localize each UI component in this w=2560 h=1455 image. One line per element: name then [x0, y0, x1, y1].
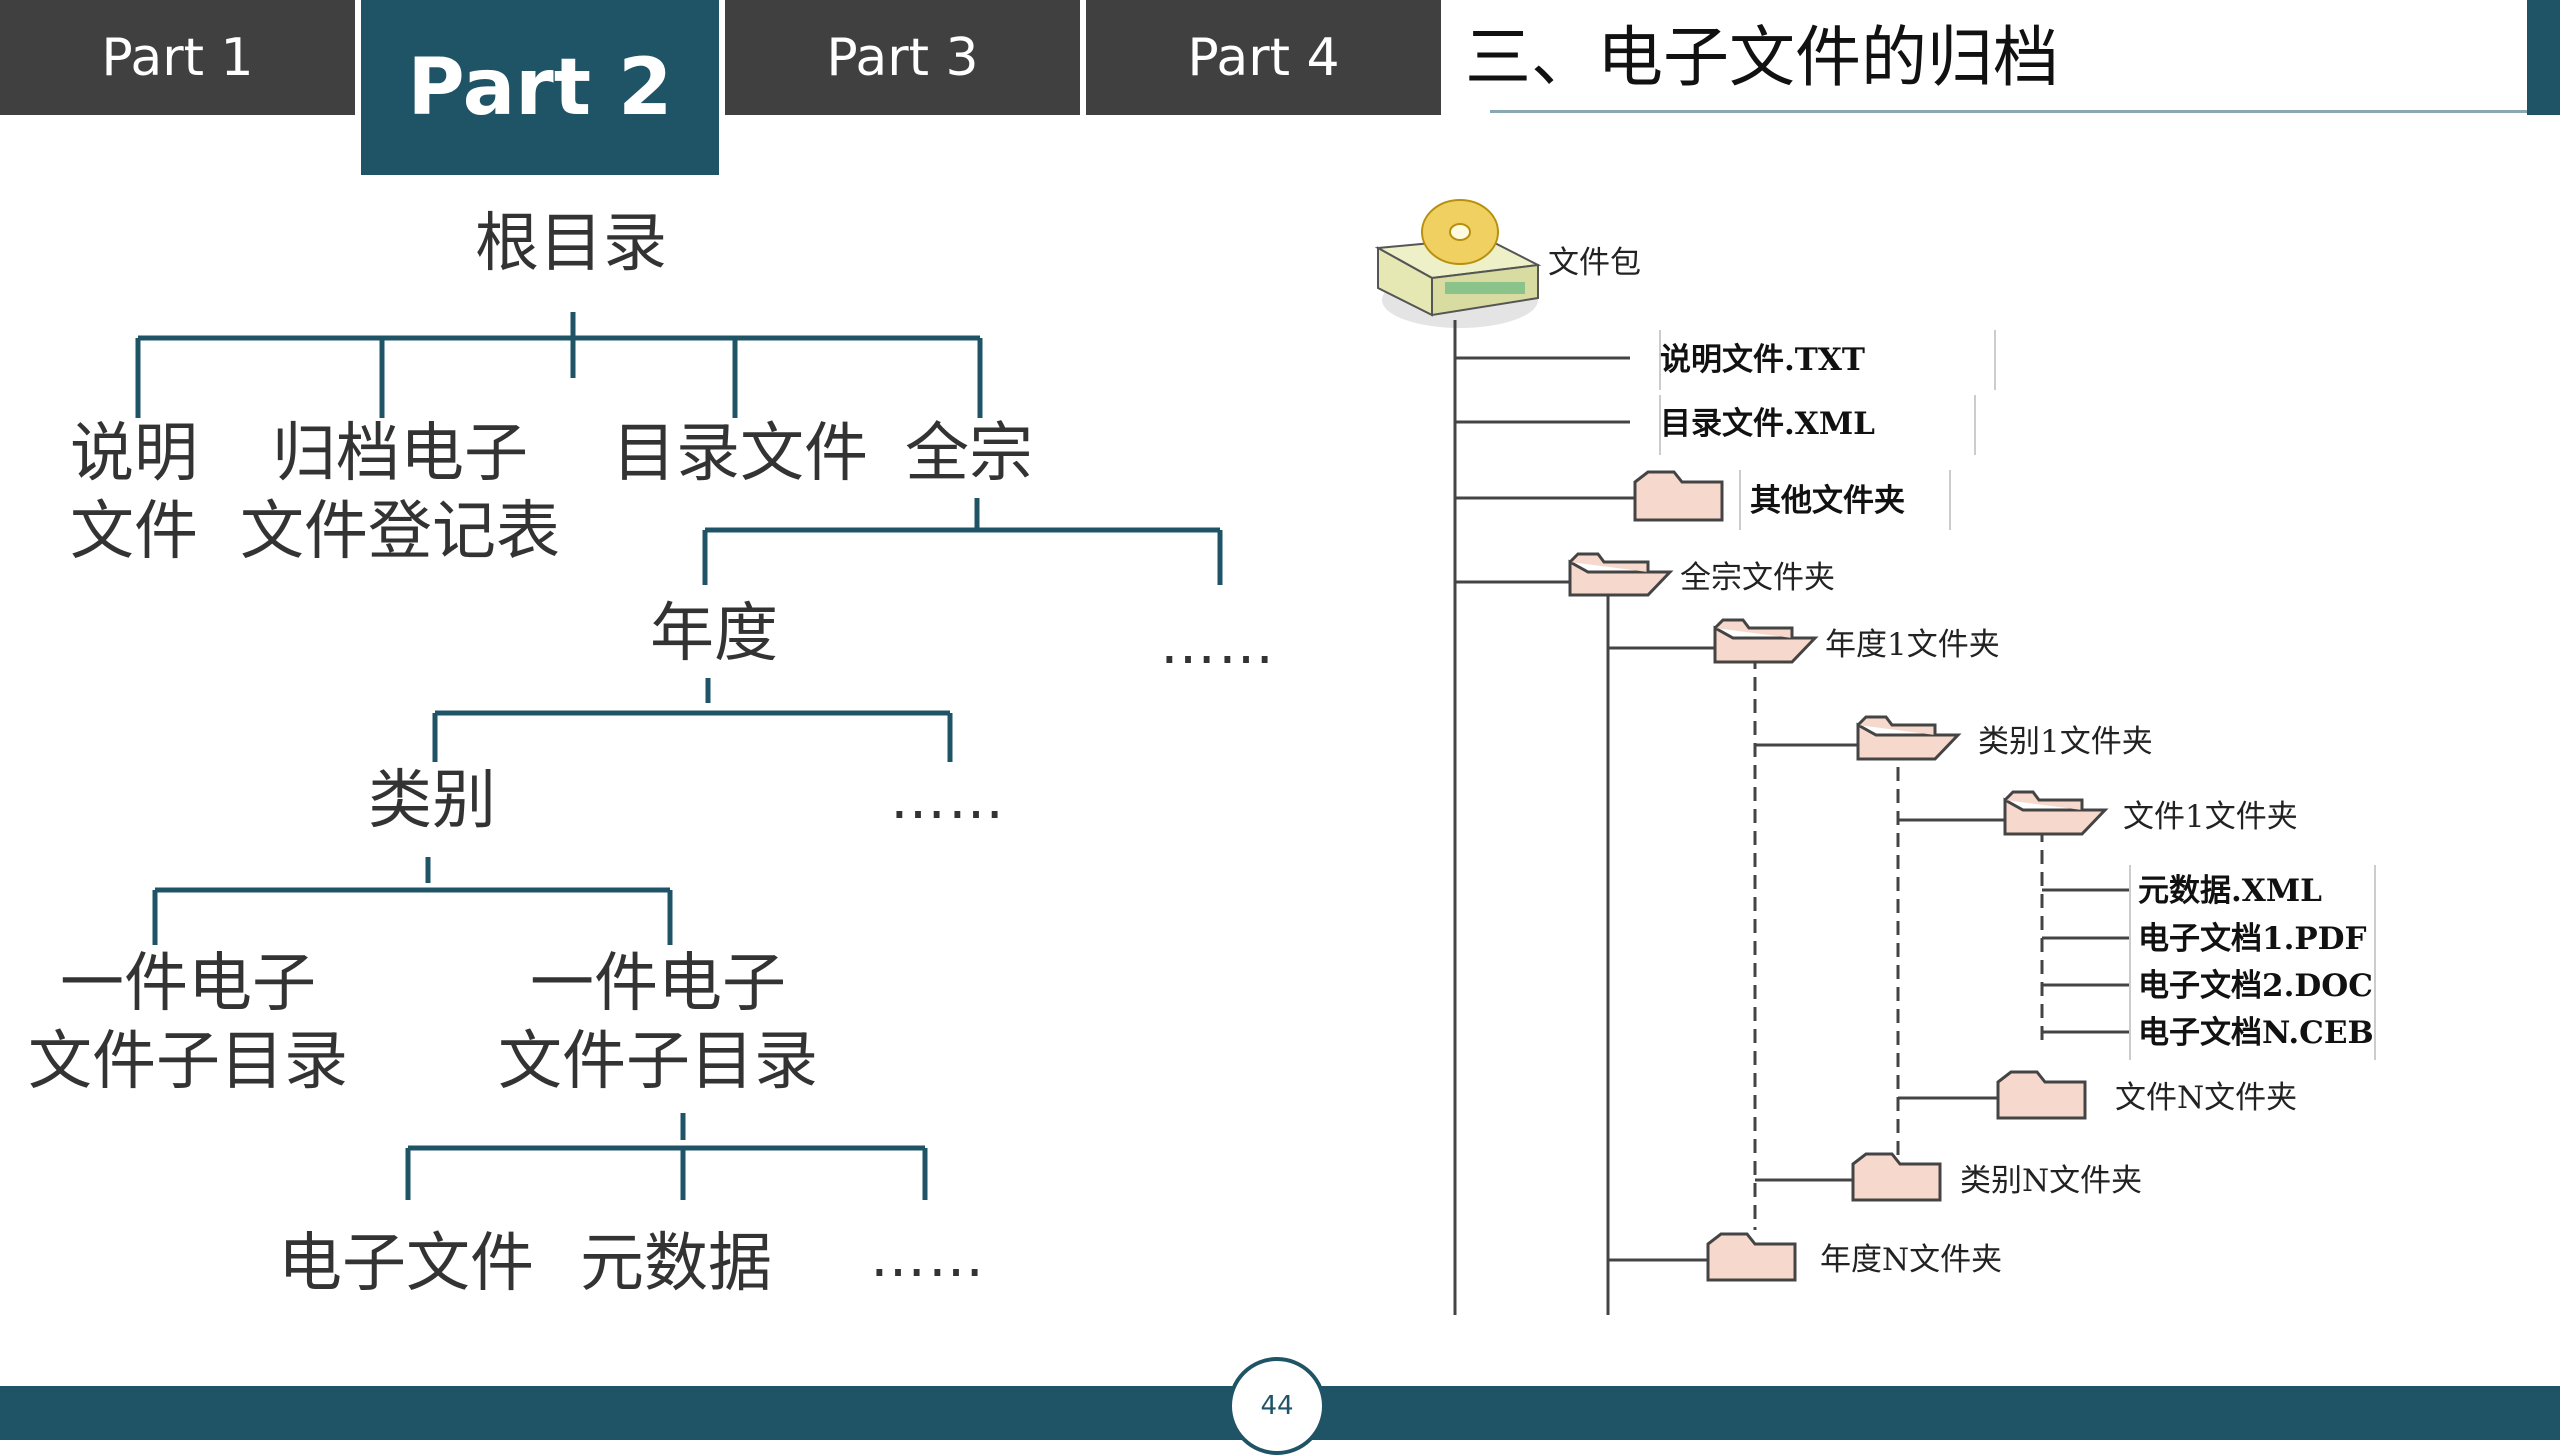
file-package-tree: 文件包	[1374, 199, 2376, 1315]
file-doc2-label: 电子文档2.DOC	[2138, 968, 2373, 1004]
file-metadata-label: 元数据.XML	[2138, 873, 2322, 909]
tree-node-subdir-1: 一件电子 文件子目录	[28, 947, 348, 1099]
folder-fileN-label: 文件N文件夹	[2115, 1080, 2297, 1116]
folder-icon	[1996, 1070, 2087, 1120]
folder-categoryN-label: 类别N文件夹	[1960, 1163, 2142, 1199]
page-number-badge: 44	[1228, 1357, 1326, 1455]
folder-other-label: 其他文件夹	[1750, 483, 1905, 519]
header-accent-bar	[2527, 0, 2560, 115]
file-readme-label: 说明文件.TXT	[1660, 342, 1865, 378]
title-underline	[1490, 110, 2530, 113]
left-tree-connectors	[135, 312, 1223, 1200]
tree-node-metadata: 元数据	[580, 1227, 772, 1301]
folder-fonds-label: 全宗文件夹	[1680, 560, 1835, 596]
package-label: 文件包	[1548, 245, 1641, 281]
tree-root-label: 根目录	[475, 207, 667, 281]
tab-part-4[interactable]: Part 4	[1086, 0, 1441, 115]
tree-node-category: 类别	[368, 764, 496, 838]
tree-node-subdir-2: 一件电子 文件子目录	[498, 947, 818, 1099]
tree-node-year: 年度	[650, 597, 778, 671]
tree-node-register: 归档电子 文件登记表	[240, 417, 560, 569]
slide-title: 三、电子文件的归档	[1465, 19, 2059, 96]
file-catalog-label: 目录文件.XML	[1660, 406, 1875, 442]
tree-node-readme: 说明 文件	[70, 417, 198, 569]
tab-part-3[interactable]: Part 3	[725, 0, 1080, 115]
tree-node-year-more: ……	[1160, 612, 1276, 677]
tree-node-efile: 电子文件	[278, 1227, 534, 1301]
tab-label: Part 1	[101, 27, 254, 88]
folder-open-icon	[2003, 790, 2109, 836]
file-doc1-label: 电子文档1.PDF	[2138, 921, 2367, 957]
tree-node-category-more: ……	[890, 767, 1006, 832]
tab-part-1[interactable]: Part 1	[0, 0, 355, 115]
page-number: 44	[1260, 1391, 1294, 1421]
tab-label: Part 3	[826, 27, 979, 88]
folder-icon	[1851, 1152, 1942, 1202]
tree-node-catalog: 目录文件	[612, 417, 868, 491]
folder-open-icon	[1713, 618, 1819, 664]
tab-label: Part 2	[407, 42, 673, 133]
folder-open-icon	[1568, 552, 1674, 597]
folder-file1-label: 文件1文件夹	[2123, 799, 2298, 835]
folder-category1-label: 类别1文件夹	[1978, 724, 2153, 760]
package-disc-icon	[1374, 199, 1542, 328]
folder-open-icon	[1856, 715, 1962, 761]
folder-yearN-label: 年度N文件夹	[1820, 1242, 2002, 1278]
tab-part-2[interactable]: Part 2	[361, 0, 719, 175]
folder-icon	[1633, 470, 1724, 522]
folder-year1-label: 年度1文件夹	[1825, 627, 2000, 663]
file-docN-label: 电子文档N.CEB	[2138, 1015, 2374, 1051]
folder-icon	[1706, 1232, 1797, 1282]
tab-label: Part 4	[1187, 27, 1340, 88]
tree-node-more: ……	[870, 1225, 986, 1290]
tree-node-fonds: 全宗	[905, 417, 1033, 491]
